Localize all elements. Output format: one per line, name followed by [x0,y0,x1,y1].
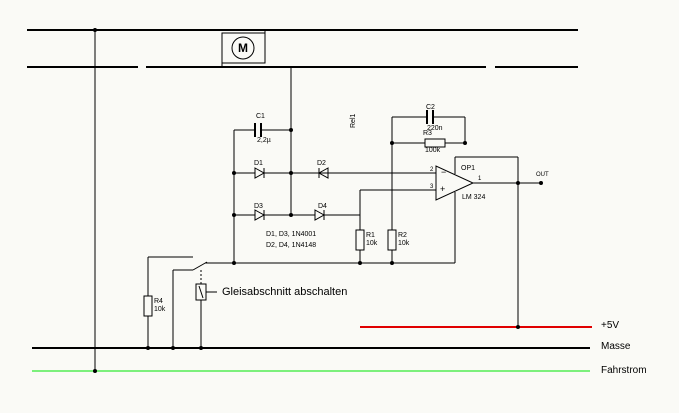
c2-value: 220n [427,125,443,132]
r4-value: 10k [154,306,166,313]
c1-value: 2,2µ [257,137,271,144]
resistor-r4 [143,295,153,317]
op1-pin-3: 3 [430,184,434,190]
r4-name: R4 [154,298,163,305]
r1-name: R1 [366,232,375,239]
out-label: OUT [536,172,549,178]
op1-pin-1: 1 [478,176,482,182]
motor-label: M [238,41,248,55]
d3-label: D3 [254,203,263,210]
resistor-r2 [387,229,397,251]
fahrstrom-label: Fahrstrom [601,365,647,376]
opamp-plus: + [440,184,446,194]
motor-circle [231,36,255,60]
d1-label: D1 [254,160,263,167]
rel1-label: Rel1 [350,113,357,128]
diode-types-2: D2, D4, 1N4148 [266,242,317,249]
r1-value: 10k [366,240,378,247]
d2-label: D2 [317,160,326,167]
op1-pin-2: 2 [430,167,434,173]
opamp-minus: − [441,167,447,177]
plus5v-label: +5V [601,320,620,331]
r3-value: 100k [425,147,441,154]
diode-types-1: D1, D3, 1N4001 [266,231,317,238]
diode-d2 [317,167,329,179]
masse-label: Masse [601,341,631,352]
relay-switch-blade [192,261,208,271]
motor-box [221,32,266,64]
diode-d3 [254,209,266,221]
r2-value: 10k [398,240,410,247]
c2-name: C2 [426,104,435,111]
op1-type: LM 324 [462,194,486,201]
diode-d4 [314,209,326,221]
resistor-r1 [355,229,365,251]
c1-name: C1 [256,113,265,120]
op1-name: OP1 [461,165,476,172]
r2-name: R2 [398,232,407,239]
d4-label: D4 [318,203,327,210]
diode-d1 [254,167,266,179]
relay-note: Gleisabschnitt abschalten [222,286,348,298]
resistor-r3 [424,138,446,148]
opamp-op1 [435,165,475,201]
r3-name: R3 [423,130,432,137]
